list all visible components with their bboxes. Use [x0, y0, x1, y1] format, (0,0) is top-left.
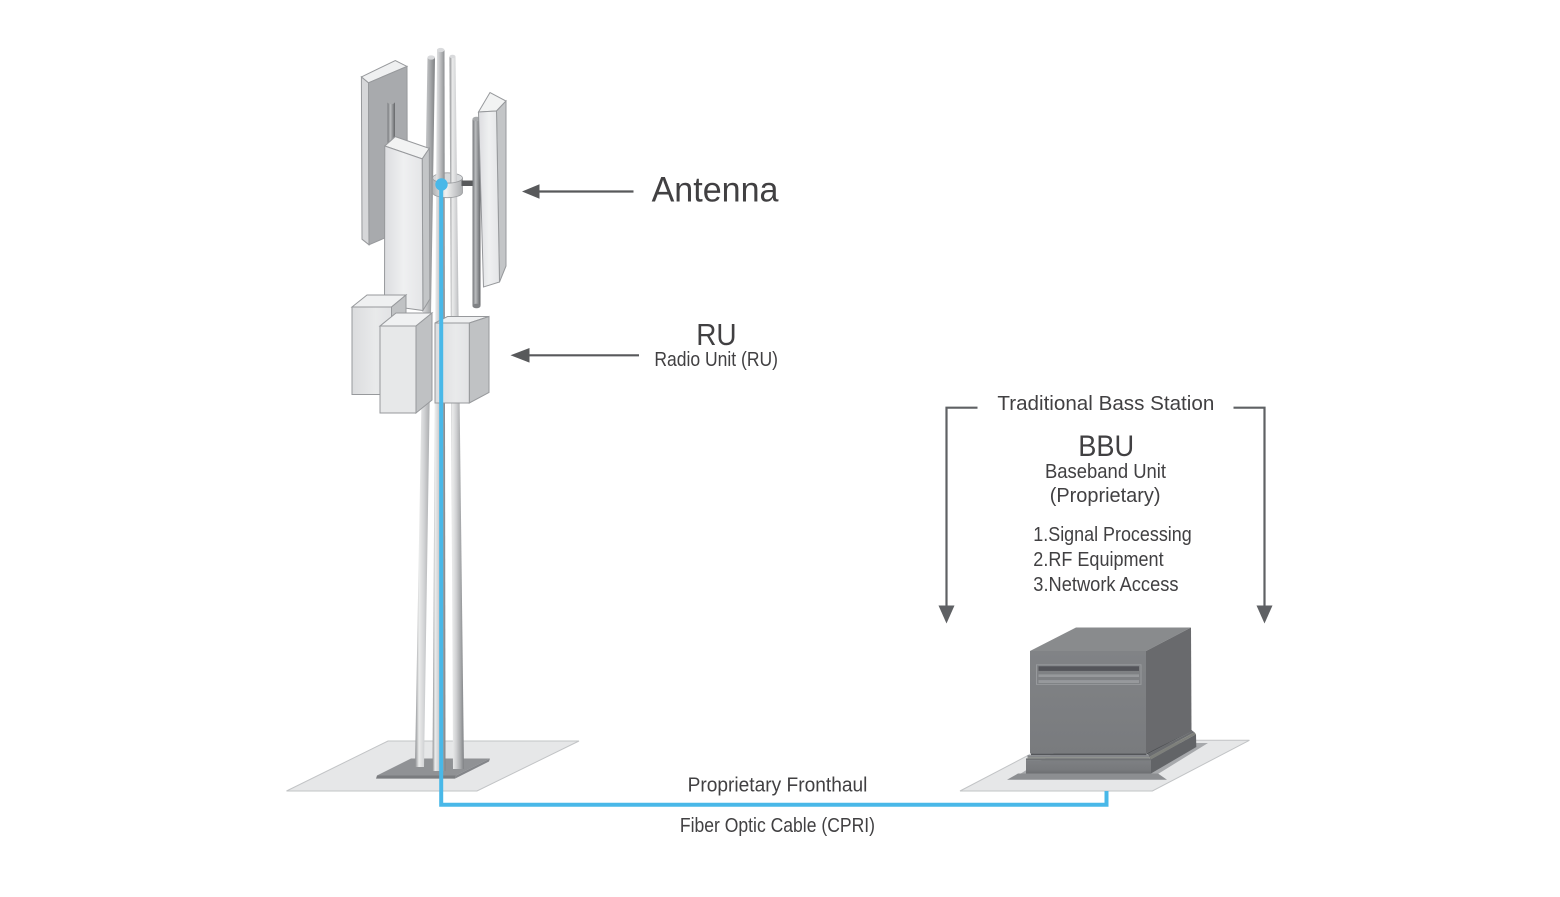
bbu-pedestal [1007, 730, 1197, 780]
mast-pole-center [432, 50, 446, 771]
antenna-label: Antenna [652, 171, 779, 210]
ru-callout: RU Radio Unit (RU) [510, 317, 778, 371]
bbu-vent-panel [1036, 664, 1142, 685]
bbu-right-face [1146, 627, 1192, 754]
antenna-callout: Antenna [522, 171, 779, 210]
ru-arrow-head [510, 348, 530, 363]
pedestal-side-lip [1147, 730, 1195, 757]
cell-tower-illustration [286, 47, 580, 792]
ru-box-center [378, 311, 434, 415]
pedestal-lip [1027, 755, 1149, 757]
mast-pole-left-cap [427, 55, 435, 60]
bbu-vent-slot-1 [1038, 674, 1139, 677]
fronthaul-label: Proprietary Fronthaul [688, 774, 868, 797]
bbu-feature-2: 2.RF Equipment [1033, 548, 1164, 571]
fiber-cable [435, 178, 1109, 807]
bbu-vent-slot-dark [1038, 666, 1139, 671]
tower-anchor-plate-edge [376, 775, 456, 779]
station-bracket: Traditional Bass Station [938, 392, 1273, 624]
bbu-feature-3: 3.Network Access [1033, 573, 1178, 596]
bracket-right-arrow-head [1256, 605, 1273, 624]
pedestal-shadow [1007, 773, 1167, 780]
right-panel-pole [472, 119, 481, 306]
tower-anchor-plate-side [455, 758, 490, 779]
bracket-right-line [1233, 406, 1266, 606]
pedestal-side-highlight [1149, 732, 1196, 760]
bracket-left-line [945, 406, 978, 606]
fiber-cable-line [439, 189, 1109, 807]
pedestal-plinth [1026, 760, 1151, 774]
bbu-sublabel: Baseband Unit [1045, 460, 1166, 483]
antenna-panel-right [472, 91, 507, 309]
station-group-label: Traditional Bass Station [997, 392, 1214, 415]
panel-side-face [421, 146, 431, 313]
bracket-left-arrow-head [938, 605, 955, 624]
bbu-note: (Proprietary) [1050, 484, 1161, 507]
bbu-feature-1: 1.Signal Processing [1033, 523, 1191, 546]
ru-sublabel: Radio Unit (RU) [654, 348, 778, 371]
antenna-panel-front-left [383, 136, 431, 313]
bbu-vent-slot-2 [1038, 680, 1139, 683]
panel-side-face [360, 75, 370, 246]
panel-front-face [383, 145, 424, 312]
mast-pole-right-cap [449, 54, 456, 59]
pedestal-highlight [1027, 757, 1149, 759]
bbu-text-block: BBU Baseband Unit (Proprietary) 1.Signal… [1033, 430, 1191, 596]
pedestal-seam [1031, 753, 1147, 756]
pedestal-step-edge [1026, 758, 1151, 761]
mast-pole-center-cap [436, 47, 445, 53]
fiber-label: Fiber Optic Cable (CPRI) [680, 814, 875, 837]
bbu-label: BBU [1078, 430, 1134, 463]
panel-front-face [477, 110, 501, 288]
bbu-top-face [1030, 627, 1191, 651]
collar-bracket-bar [461, 180, 473, 186]
mast-pole-right [449, 56, 464, 769]
antenna-arrow-head [522, 184, 540, 199]
annotations: Antenna RU Radio Unit (RU) Traditional B… [510, 171, 1273, 837]
bbu-box [1030, 627, 1192, 754]
cable-junction-dot [435, 178, 448, 191]
right-panel-pole-foot [472, 303, 481, 309]
pedestal-side-plinth [1151, 734, 1197, 774]
bbu-illustration [959, 627, 1250, 792]
cable-labels: Proprietary Fronthaul Fiber Optic Cable … [680, 774, 875, 837]
ru-label: RU [696, 317, 736, 352]
radio-unit-boxes [350, 293, 490, 415]
